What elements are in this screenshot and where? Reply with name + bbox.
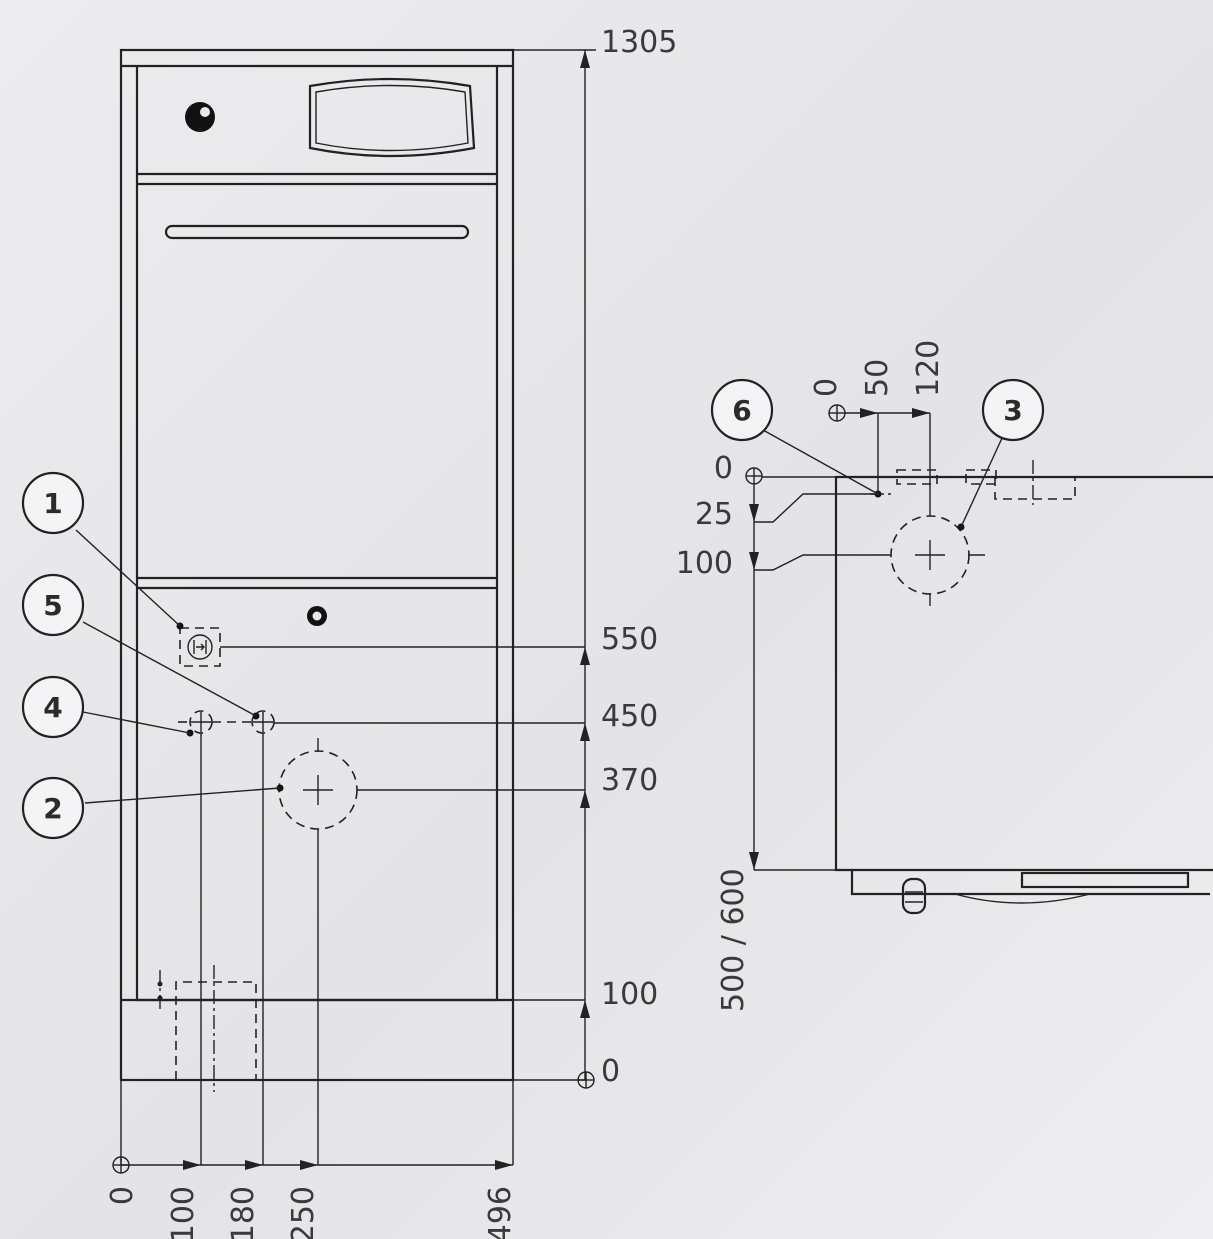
left-dim-label-0: 0 — [714, 451, 733, 486]
callout-2: 2 — [21, 776, 85, 840]
svg-text:4: 4 — [43, 691, 62, 724]
dim-label-100: 100 — [601, 977, 658, 1012]
front-view: 1305 550 450 370 100 0 0 100 180 250 496 — [75, 25, 677, 1239]
electrical-connection-icon — [176, 622, 221, 667]
svg-text:1: 1 — [43, 487, 62, 520]
left-dim-label-25: 25 — [695, 497, 733, 532]
top-dim-label-0: 0 — [809, 378, 844, 397]
dim-label-w100: 100 — [166, 1186, 201, 1239]
dim-label-w250: 250 — [286, 1186, 321, 1239]
side-body-outline — [834, 475, 1213, 872]
dim-label-550: 550 — [601, 622, 658, 657]
top-dim-label-50: 50 — [860, 359, 895, 397]
svg-text:5: 5 — [43, 589, 62, 622]
dim-label-0: 0 — [601, 1054, 620, 1089]
dim-label-w0: 0 — [105, 1186, 140, 1205]
leveling-foot-icon — [901, 877, 927, 915]
callout-3: 3 — [981, 378, 1045, 442]
drain-connection-icon — [276, 738, 358, 830]
callout-5: 5 — [21, 573, 85, 637]
callout-4: 4 — [21, 675, 85, 739]
svg-text:3: 3 — [1003, 394, 1022, 427]
callout-6: 6 — [710, 378, 774, 442]
top-dim-label-120: 120 — [911, 340, 946, 397]
door-handle — [164, 224, 470, 240]
callout-1: 1 — [21, 471, 85, 535]
svg-text:6: 6 — [732, 394, 751, 427]
base-rail — [1020, 871, 1190, 889]
dim-label-w180: 180 — [226, 1186, 261, 1239]
cabinet-outline — [119, 48, 515, 1082]
left-dim-label-100: 100 — [676, 546, 733, 581]
dim-label-370: 370 — [601, 763, 658, 798]
water-connection-4-icon — [186, 710, 213, 737]
dim-label-w496: 496 — [483, 1186, 518, 1239]
depth-label: 500 / 600 — [716, 868, 751, 1012]
drain-top-connection-icon — [890, 515, 985, 606]
svg-text:2: 2 — [43, 792, 62, 825]
side-view: 0 50 120 0 25 100 500 / 600 — [676, 340, 1213, 1012]
control-knob-icon — [185, 102, 215, 132]
dim-label-450: 450 — [601, 699, 658, 734]
water-connection-5-icon — [251, 710, 275, 734]
display-window — [308, 77, 476, 158]
dim-label-1305: 1305 — [601, 25, 677, 60]
